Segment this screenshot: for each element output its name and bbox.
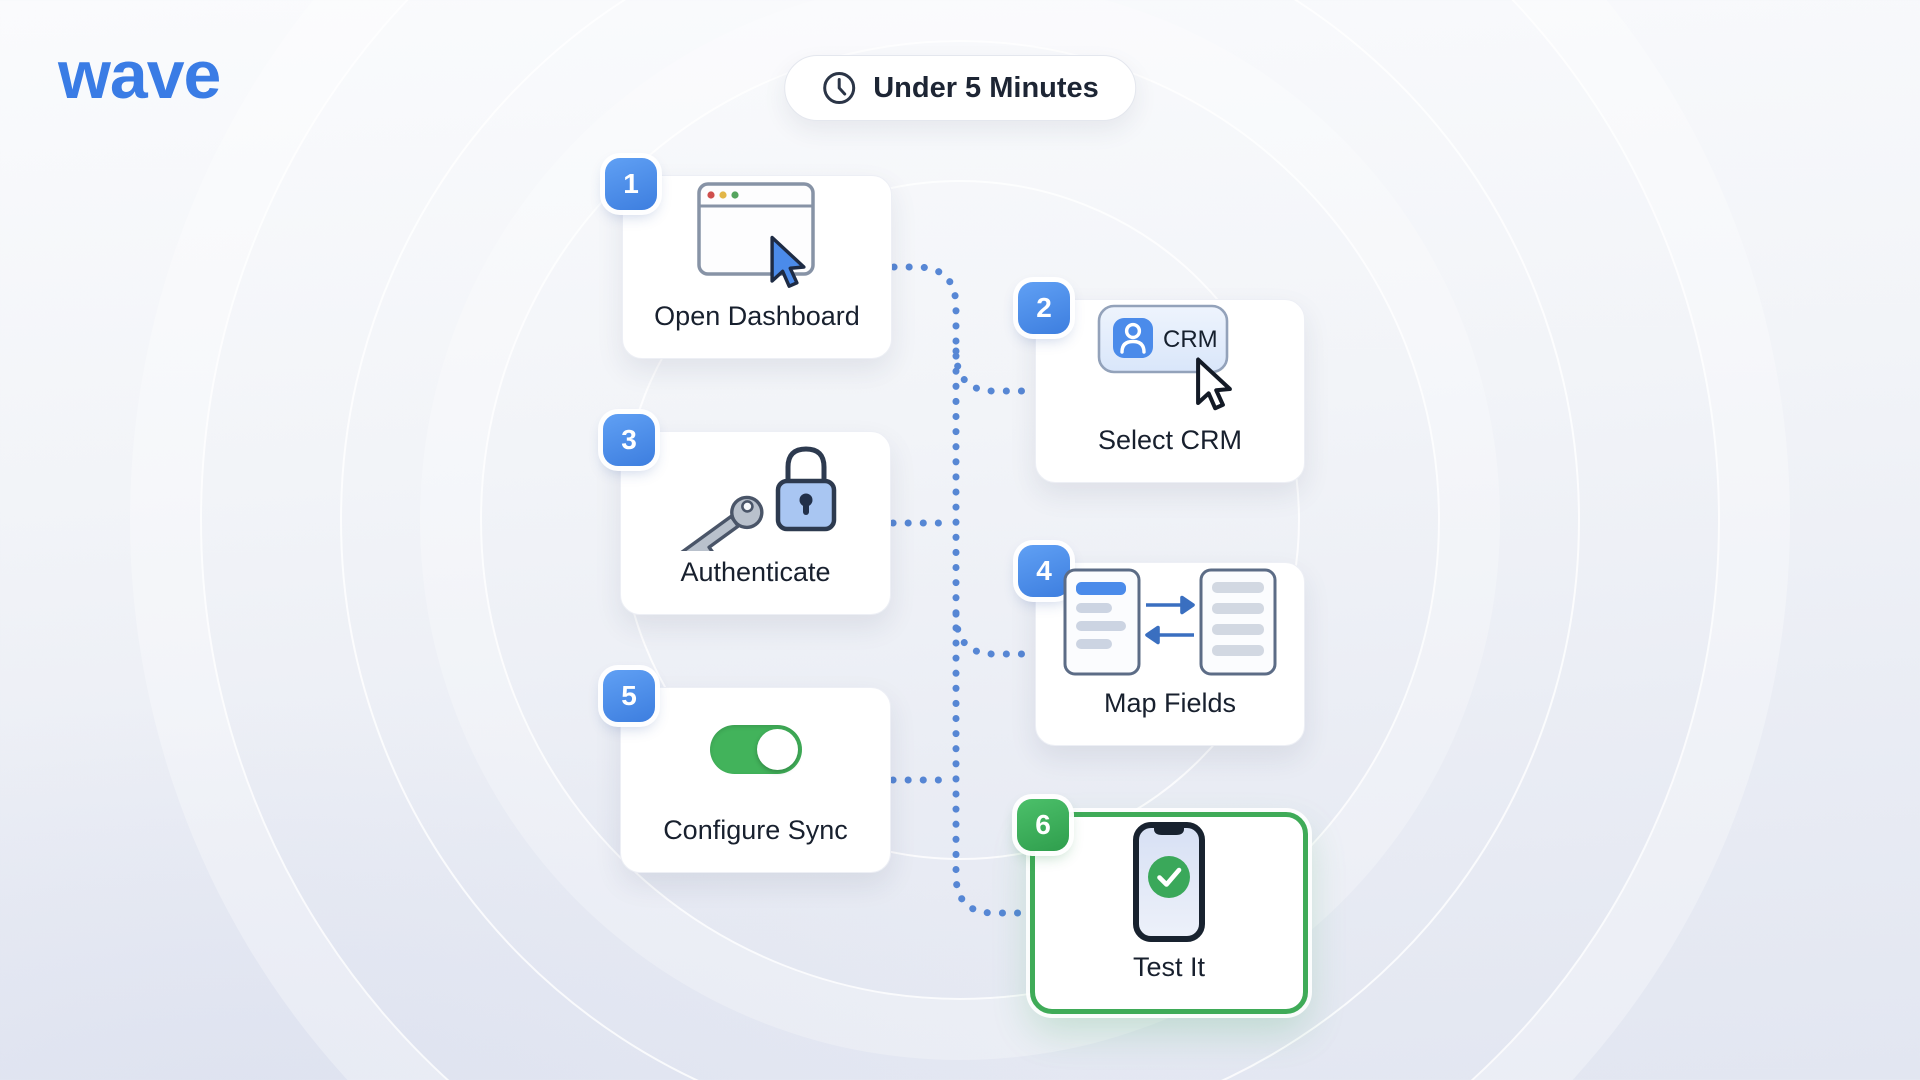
step-label: Select CRM: [1097, 425, 1243, 455]
step-label: Configure Sync: [663, 815, 848, 845]
step-number-badge: 2: [1018, 282, 1070, 334]
step-card-open-dashboard[interactable]: 1 Open Dashboard: [605, 158, 892, 359]
step-label: Map Fields: [1103, 688, 1237, 718]
background-ring: [200, 0, 1720, 1080]
step-number-badge: 5: [603, 670, 655, 722]
step-card-map-fields[interactable]: 4 Map Fields: [1018, 545, 1305, 746]
step-label: Open Dashboard: [654, 301, 860, 331]
background-ring: [340, 0, 1580, 1080]
sync-arrows-icon: [1145, 595, 1195, 645]
crm-chip-label: CRM: [1163, 326, 1218, 353]
crm-button-cursor-icon: CRM: [1036, 300, 1304, 420]
cursor-icon: [770, 235, 806, 288]
step-card-configure-sync[interactable]: 5 Configure Sync: [603, 670, 891, 873]
time-estimate-pill: Under 5 Minutes: [784, 55, 1136, 121]
step-card-select-crm[interactable]: 2 CRM Select CRM: [1018, 282, 1305, 483]
step-card-authenticate[interactable]: 3 Authenticate: [603, 414, 891, 615]
field-mapping-icon: [1036, 563, 1304, 683]
browser-window-cursor-icon: [623, 176, 891, 296]
cursor-icon: [1196, 357, 1232, 411]
time-estimate-label: Under 5 Minutes: [873, 71, 1099, 104]
step-number-badge: 3: [603, 414, 655, 466]
toggle-knob: [756, 728, 798, 770]
step-card-test-it[interactable]: 6 Test It: [1017, 799, 1308, 1014]
step-label: Test It: [1132, 952, 1206, 982]
phone-success-icon: [1035, 817, 1303, 947]
step-label: Authenticate: [680, 557, 831, 587]
toggle-on-icon[interactable]: [709, 724, 802, 774]
step-number-badge: 4: [1018, 545, 1070, 597]
step-number-badge: 6: [1017, 799, 1069, 851]
key-lock-icon: [621, 432, 890, 552]
wave-logo: wave: [58, 37, 221, 113]
step-number-badge: 1: [605, 158, 657, 210]
success-check-icon: [1148, 856, 1190, 898]
lock-icon: [775, 446, 836, 532]
clock-icon: [821, 70, 857, 106]
key-icon: [678, 495, 764, 551]
